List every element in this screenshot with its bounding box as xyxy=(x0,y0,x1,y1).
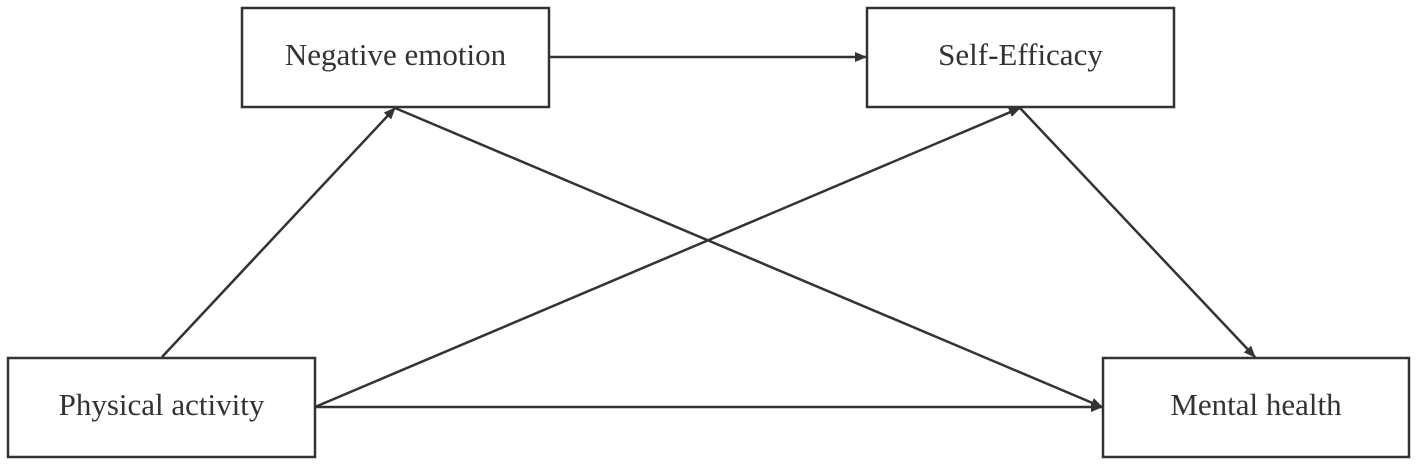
node-label: Self-Efficacy xyxy=(938,37,1103,72)
node-physical-activity: Physical activity xyxy=(6,356,317,459)
node-box xyxy=(240,6,551,109)
node-negative-emotion: Negative emotion xyxy=(240,6,551,109)
node-mental-health: Mental health xyxy=(1101,356,1411,459)
node-box xyxy=(1101,356,1411,459)
node-label: Physical activity xyxy=(59,387,265,422)
edge-negative-emotion-to-mental-health xyxy=(394,106,1103,409)
node-label: Mental health xyxy=(1170,387,1342,422)
node-self-efficacy: Self-Efficacy xyxy=(865,6,1176,109)
node-box xyxy=(865,6,1176,109)
edges xyxy=(161,52,1256,412)
edge-physical-activity-to-negative-emotion xyxy=(161,107,396,358)
node-label: Negative emotion xyxy=(285,37,507,72)
edge-physical-activity-to-self-efficacy xyxy=(314,106,1021,409)
node-box xyxy=(6,356,317,459)
edge-self-efficacy-to-mental-health xyxy=(1019,107,1256,358)
